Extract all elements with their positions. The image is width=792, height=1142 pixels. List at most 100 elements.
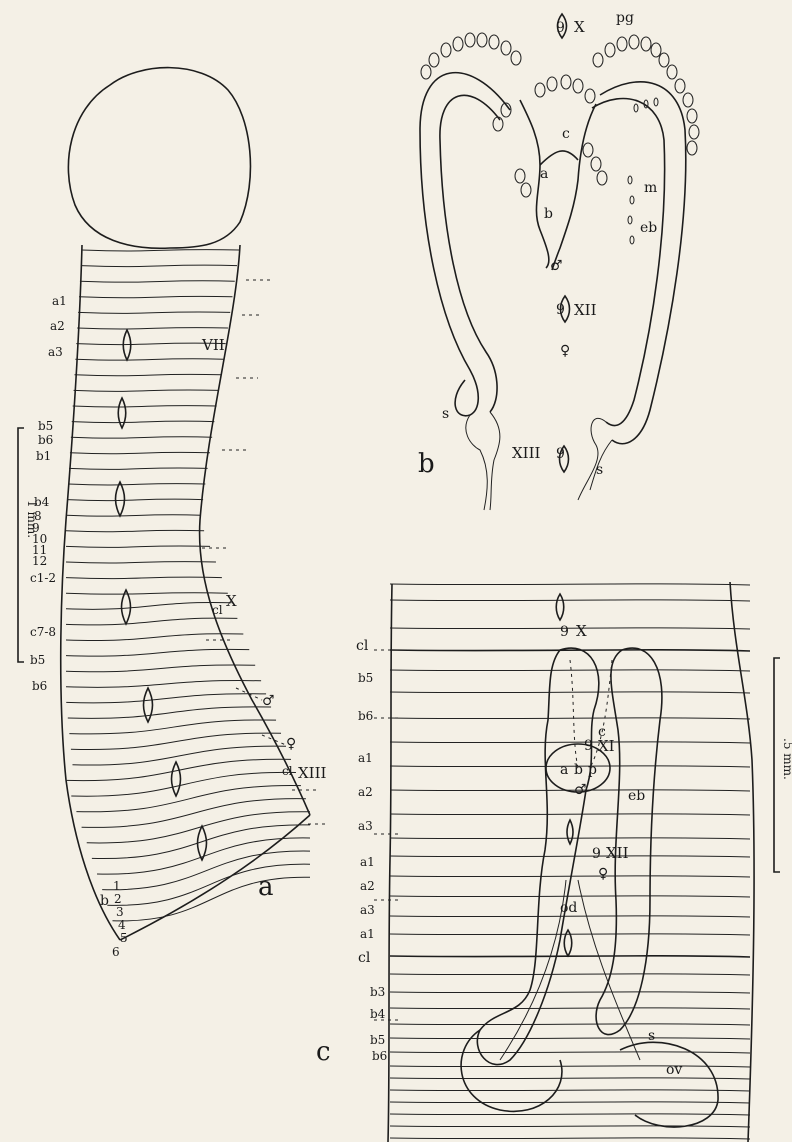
fig-b-gland-lobe — [535, 83, 545, 97]
fig-b-right-arm-inner — [592, 98, 665, 425]
fig-b-gland-lobe — [453, 37, 463, 51]
fa-label-b6b: b6 — [32, 679, 47, 693]
fig-a-ring — [66, 681, 261, 688]
fig-a-ring — [71, 772, 296, 796]
fc-left-a1b: a1 — [360, 855, 375, 869]
fig-letter-c: c — [316, 1037, 331, 1067]
fig-c-ring — [390, 600, 750, 601]
fig-b-gland-lobe — [605, 43, 615, 57]
fig-a-dash-markers — [202, 280, 328, 824]
fb-label-9c: 9 — [556, 446, 565, 462]
fig-c-ring — [390, 742, 750, 743]
fig-c-right-edge — [730, 582, 754, 1142]
fig-c-ring — [390, 974, 750, 975]
fig-c-ring — [390, 1052, 750, 1053]
fig-c-ring — [390, 1008, 750, 1009]
fig-b-gland-lobe — [561, 75, 571, 89]
fig-c-left-edge — [388, 584, 392, 1142]
fc-in-eb: eb — [628, 788, 645, 804]
fc-left-a1c: a1 — [360, 927, 375, 941]
fb-label-s1: s — [442, 406, 449, 422]
fig-b-gland-lobe — [585, 89, 595, 103]
fig-c-ring — [390, 1038, 750, 1039]
fa-female: ♀ — [286, 736, 296, 752]
fig-b-junction — [540, 151, 578, 165]
fig-a-ring — [74, 390, 219, 391]
fb-label-pg: pg — [616, 10, 634, 26]
fig-a-ring — [66, 593, 228, 594]
fc-in-ov: ov — [666, 1062, 682, 1078]
fig-c-dash-markers — [374, 650, 398, 1020]
fig-letter-b: b — [418, 449, 435, 479]
fig-c-ring — [390, 876, 750, 877]
fig-b-gland-lobe — [629, 35, 639, 49]
fa-bottom-2: 2 — [114, 892, 122, 906]
fig-a-ring — [66, 546, 210, 547]
fa-male: ♂ — [262, 693, 275, 709]
fc-left-b6b: b6 — [372, 1049, 387, 1063]
fc-left-b6: b6 — [358, 709, 373, 723]
fig-c-ring — [390, 692, 750, 693]
fig-a-ring — [76, 786, 301, 812]
fig-b-gland-lobe — [441, 43, 451, 57]
fa-bottom-5: 5 — [120, 931, 128, 945]
fc-left-a2b: a2 — [360, 879, 375, 893]
fig-b-gland-lobe — [689, 125, 699, 139]
fig-a-pores — [116, 330, 207, 860]
fa-roman-X: X — [226, 592, 237, 610]
fc-left-b5: b5 — [358, 671, 373, 685]
fc-left-b5b: b5 — [370, 1033, 385, 1047]
fig-a-ring — [66, 515, 200, 516]
fc-left-cl2: cl — [358, 950, 371, 966]
fig-b-gland-lobe — [511, 51, 521, 65]
fa-cl-1: cl — [212, 603, 223, 617]
fig-a-ring — [67, 499, 203, 500]
fa-label-b5: b5 — [38, 419, 53, 433]
fig-a-ring — [71, 437, 212, 438]
fig-b-gland-lobe — [667, 65, 677, 79]
fc-in-s: s — [648, 1028, 655, 1044]
fc-left-a3b: a3 — [360, 903, 375, 917]
fa-label-c7-8: c7-8 — [30, 625, 56, 639]
fig-b-central-body — [520, 100, 596, 270]
fig-a-ring — [66, 665, 255, 672]
fig-b-left-arm — [420, 73, 510, 416]
fc-in-female: ♀ — [598, 866, 608, 882]
fig-b-gland-lobe — [687, 141, 697, 155]
fa-bottom-1: 1 — [113, 879, 121, 893]
fa-cl-2: cl — [282, 764, 293, 778]
fig-c-ring — [390, 896, 750, 897]
fig-b-gland-lobe — [591, 157, 601, 171]
fig-a-ring — [66, 577, 222, 578]
fig-a-labels: a1 a2 a3 b5 b6 b1 b4 8 9 10 11 12 c1-2 c… — [25, 294, 327, 959]
fb-label-b: b — [544, 206, 553, 222]
fa-bottom-3: 3 — [116, 905, 124, 919]
fig-b-gland-lobe — [477, 33, 487, 47]
fig-c-ring — [390, 1024, 750, 1025]
fig-a-ring — [73, 406, 217, 407]
fig-a-ring — [66, 694, 266, 703]
fig-b-gland-lobe — [501, 41, 511, 55]
fc-in-p: p — [588, 762, 597, 778]
fa-label-12: 12 — [32, 554, 47, 568]
fig-a-body-right — [200, 245, 310, 815]
fig-b-gland-lobe — [675, 79, 685, 93]
fc-left-a2: a2 — [358, 785, 373, 799]
fb-label-XII: XII — [574, 301, 597, 319]
fig-b-gland-lobe — [641, 37, 651, 51]
fc-in-male: ♂ — [574, 782, 587, 798]
fc-left-b3: b3 — [370, 985, 385, 999]
fig-b-right-duct — [578, 418, 606, 500]
fig-c-ring — [390, 1126, 750, 1127]
fig-a-body-left — [61, 245, 120, 940]
fc-in-X: X — [576, 622, 587, 640]
fb-label-9a: 9 — [556, 20, 565, 36]
fig-c-ring — [390, 916, 750, 917]
fig-letter-a: a — [258, 872, 274, 902]
fig-c-scale-bar — [774, 658, 780, 872]
fa-roman-XIII: XIII — [298, 764, 327, 782]
fig-b-gland-lobe — [521, 183, 531, 197]
fig-a-ring — [81, 265, 237, 266]
fig-a-cut — [120, 815, 310, 940]
